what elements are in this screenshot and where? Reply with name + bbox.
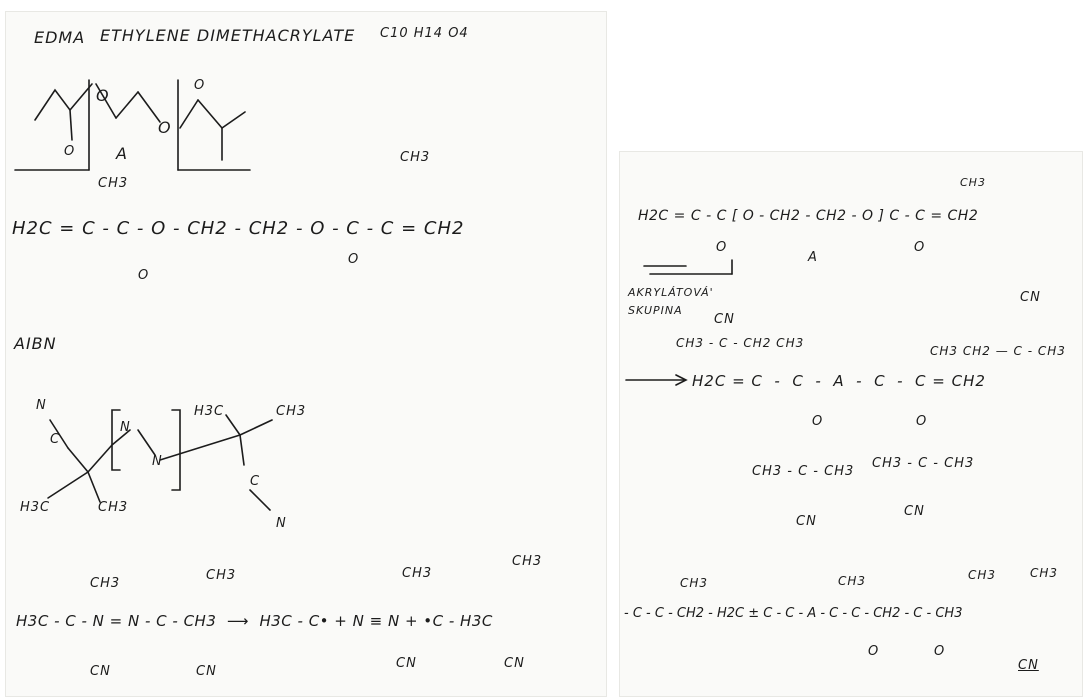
- right-bottom-chain: - C - C - CH2 - H2C ± C - C - A - C - C …: [624, 606, 963, 621]
- aibn-label: AIBN: [14, 334, 57, 353]
- right-middle-cn-sub-right: CN: [904, 504, 925, 519]
- right-note-line1: AKRYLÁTOVÁ': [628, 286, 714, 299]
- skeletal-a-label: A: [116, 144, 128, 163]
- right-bottom-ch3-1: CH3: [680, 576, 709, 590]
- reaction-equation: H3C - C - N = N - C - CH3 ⟶ H3C - C• + N…: [16, 612, 493, 630]
- right-top-underline: [643, 259, 733, 275]
- right-top-ch3: CH3: [960, 176, 986, 189]
- right-middle-cn-right: CN: [1020, 290, 1041, 305]
- structural-ch3-left: CH3: [98, 176, 129, 191]
- aibn-h3c-bottom: H3C: [20, 500, 51, 515]
- aibn-n-top: N: [36, 398, 47, 413]
- right-top-chain: H2C = C - C [ O - CH2 - CH2 - O ] C - C …: [638, 208, 979, 224]
- right-middle-o-right: O: [916, 414, 928, 429]
- right-middle-sub-right: CH3 - C - CH3: [872, 456, 975, 471]
- right-top-carbonyl-left: O: [716, 240, 728, 255]
- aibn-n-nitrile-2: N: [276, 516, 287, 531]
- right-top-carbonyl-right: O: [914, 240, 926, 255]
- aibn-n-bracket-2: N: [152, 454, 163, 469]
- right-middle-ch3-right-group: CH3 CH2 — C - CH3: [930, 344, 1066, 358]
- right-middle-cn-sub-left: CN: [796, 514, 817, 529]
- skeletal-oxygen-1: O: [96, 86, 110, 105]
- reaction-ch3-b: CH3: [206, 568, 237, 583]
- structural-carbonyl-right: O: [348, 252, 360, 267]
- title-formula: C10 H14 O4: [380, 26, 469, 41]
- structural-ch3-right: CH3: [400, 150, 431, 165]
- skeletal-carbonyl-oxygen-2: O: [194, 78, 206, 93]
- reaction-cn-c: CN: [396, 656, 417, 671]
- reaction-cn-a: CN: [90, 664, 111, 679]
- reaction-cn-b: CN: [196, 664, 217, 679]
- right-top-a-label: A: [808, 250, 818, 265]
- aibn-ch3-bottom: CH3: [98, 500, 129, 515]
- right-bottom-o-right: O: [934, 644, 946, 659]
- aibn-structure: [47, 409, 273, 511]
- reaction-cn-d: CN: [504, 656, 525, 671]
- right-middle-sub-left: CH3 - C - CH3: [752, 464, 855, 479]
- aibn-c-nitrile-2: C: [250, 474, 261, 489]
- right-bottom-ch3-4: CH3: [1030, 566, 1059, 580]
- reaction-ch3-d: CH3: [512, 554, 543, 569]
- right-page: [620, 152, 1082, 696]
- aibn-h3c-top: H3C: [194, 404, 225, 419]
- aibn-n-bracket-1: N: [120, 420, 131, 435]
- right-bottom-ch3-3: CH3: [968, 568, 997, 582]
- right-middle-ch3-left-group: CH3 - C - CH2 CH3: [676, 336, 805, 350]
- structural-carbonyl-left: O: [138, 268, 150, 283]
- title-name: ETHYLENE DIMETHACRYLATE: [100, 26, 356, 45]
- aibn-c-nitrile-1: C: [50, 432, 61, 447]
- right-middle-arrow: [625, 374, 688, 386]
- right-middle-cn-left: CN: [714, 312, 735, 327]
- skeletal-carbonyl-oxygen-1: O: [64, 144, 76, 159]
- reaction-ch3-a: CH3: [90, 576, 121, 591]
- right-middle-chain: H2C = C - C - A - C - C = CH2: [692, 372, 986, 390]
- skeletal-formula: [14, 79, 251, 171]
- right-bottom-cn: CN: [1018, 658, 1039, 673]
- right-bottom-ch3-2: CH3: [838, 574, 867, 588]
- title-abbr: EDMA: [34, 28, 86, 47]
- left-page: [6, 12, 606, 696]
- right-middle-o-left: O: [812, 414, 824, 429]
- reaction-ch3-c: CH3: [402, 566, 433, 581]
- aibn-ch3-top: CH3: [276, 404, 307, 419]
- right-bottom-o-left: O: [868, 644, 880, 659]
- right-note-line2: SKUPINA: [628, 304, 683, 317]
- skeletal-oxygen-2: O: [158, 118, 172, 137]
- structural-main-chain: H2C = C - C - O - CH2 - CH2 - O - C - C …: [12, 218, 465, 239]
